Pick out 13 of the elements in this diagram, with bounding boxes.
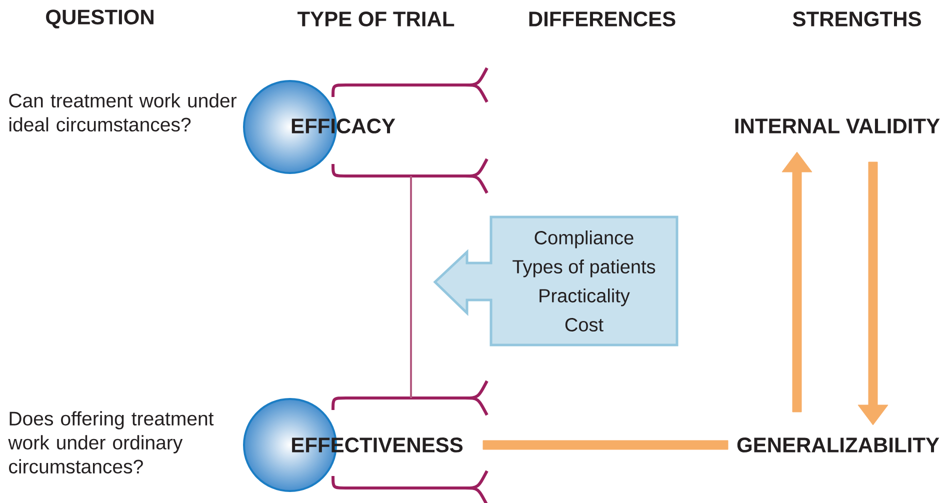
connector-bar bbox=[482, 440, 728, 450]
column-header: STRENGTHS bbox=[792, 12, 921, 26]
strength-label: INTERNAL VALIDITY bbox=[735, 118, 940, 134]
column-header: DIFFERENCES bbox=[529, 12, 676, 26]
column-header: TYPE OF TRIAL bbox=[298, 12, 454, 26]
connector-line bbox=[410, 176, 412, 398]
strength-label: GENERALIZABILITY bbox=[737, 438, 940, 452]
arrow-box: Compliance Types of patients Practicality Cost bbox=[433, 216, 678, 346]
arrow bbox=[782, 152, 812, 412]
question-text: Does offering treatment work under ordinary circumstances? bbox=[8, 411, 214, 474]
arrow bbox=[858, 162, 888, 426]
question-text: Can treatment work under ideal circumstances? bbox=[9, 93, 236, 132]
column-header: QUESTION bbox=[46, 10, 154, 28]
